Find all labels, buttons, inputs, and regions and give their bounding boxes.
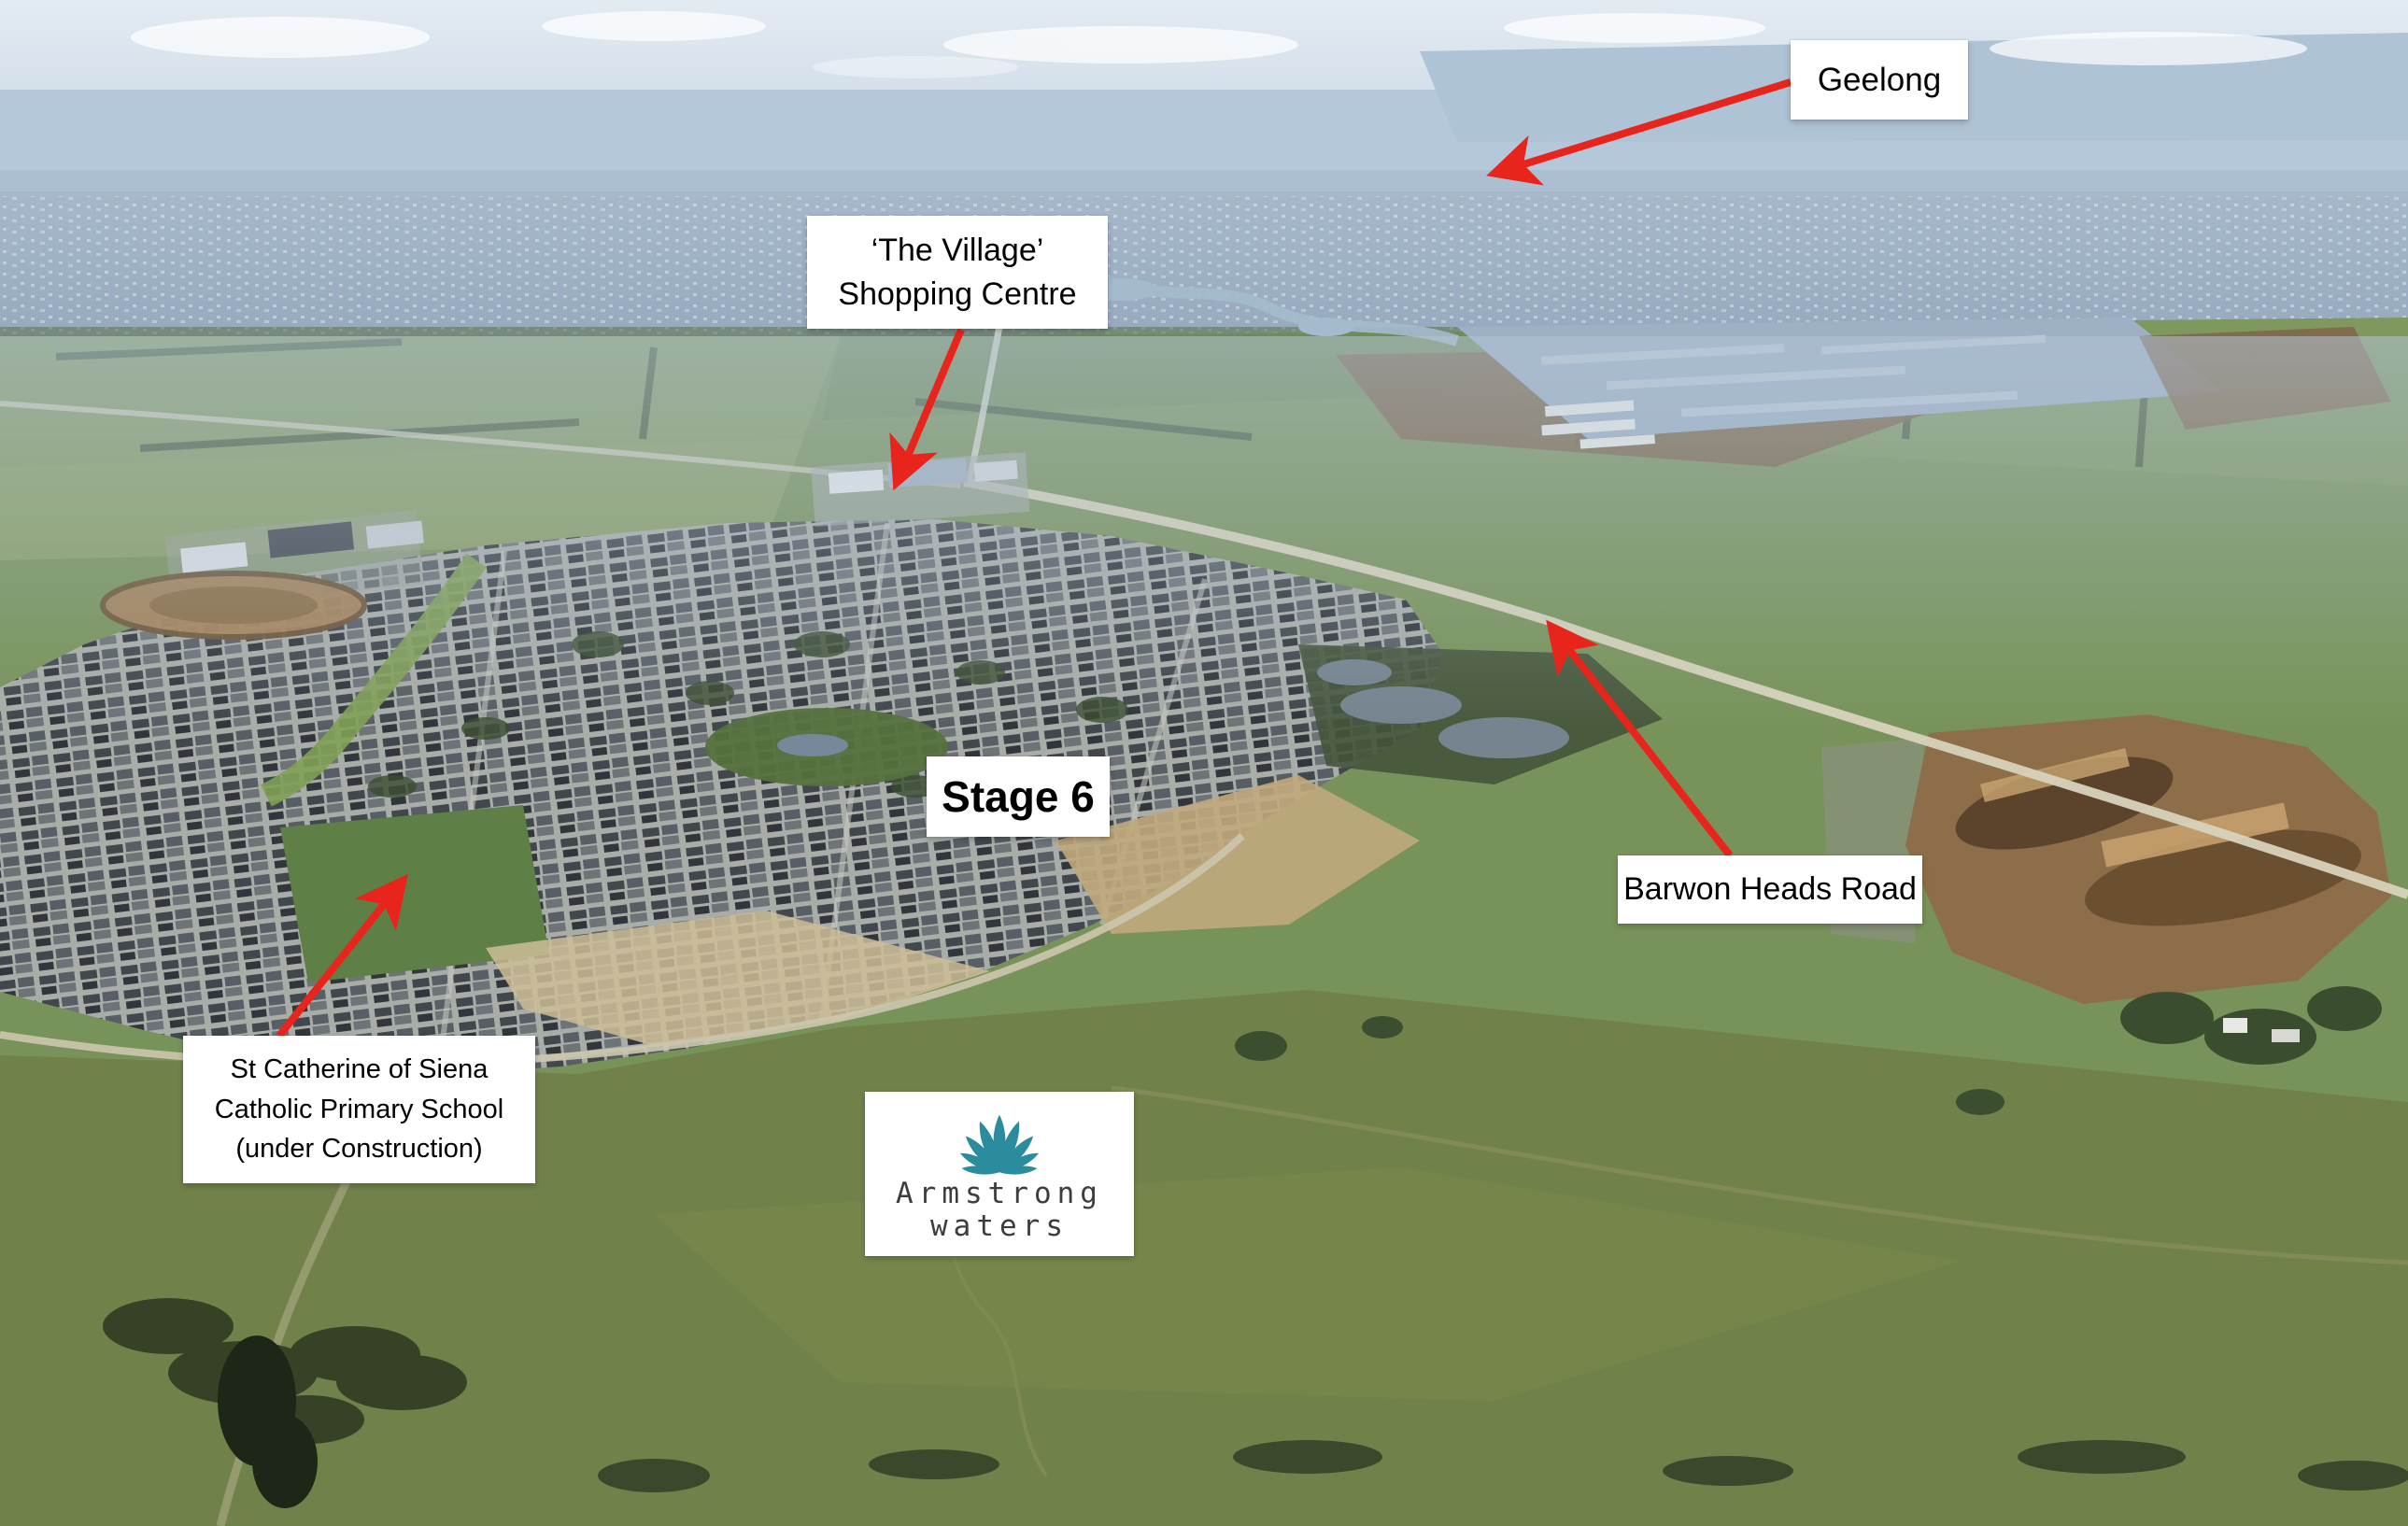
- armstrong-waters-logo: Armstrong waters: [865, 1092, 1134, 1256]
- village-label-line2: Shopping Centre: [838, 276, 1077, 312]
- distant-city: [0, 191, 2408, 340]
- geelong-label: Geelong: [1791, 40, 1968, 120]
- logo-word-armstrong: Armstrong: [896, 1177, 1103, 1210]
- school-label-line2: Catholic Primary School: [214, 1094, 504, 1124]
- school-label-line1: St Catherine of Siena: [230, 1053, 489, 1084]
- village-label-line1: ‘The Village’: [871, 232, 1044, 268]
- haze-overlay: [0, 336, 2408, 728]
- sky-and-bay: [0, 0, 2408, 201]
- barwon-label-text: Barwon Heads Road: [1623, 871, 1917, 907]
- school-label-line3: (under Construction): [235, 1134, 483, 1165]
- barwon-heads-road-label: Barwon Heads Road: [1618, 855, 1922, 924]
- logo-word-waters: waters: [930, 1208, 1069, 1243]
- st-catherine-school-label: St Catherine of Siena Catholic Primary S…: [183, 1036, 535, 1183]
- stage-6-label-text: Stage 6: [942, 772, 1095, 821]
- farmstead: [2120, 986, 2382, 1065]
- lotus-icon: [957, 1114, 1041, 1177]
- village-shopping-centre-label: ‘The Village’ Shopping Centre: [807, 216, 1108, 329]
- stage-6-label: Stage 6: [927, 756, 1110, 837]
- geelong-label-text: Geelong: [1817, 61, 1942, 98]
